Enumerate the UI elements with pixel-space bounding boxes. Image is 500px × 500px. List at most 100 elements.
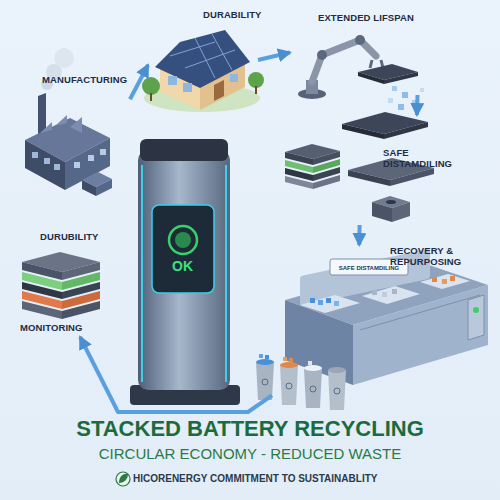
stage-group: EXTENDED LIFSPAN [290, 10, 440, 95]
flow-arrow [258, 53, 290, 61]
recycling-bins-illustration-part [310, 386, 316, 392]
leaf-icon [116, 472, 130, 486]
robot-arm-illustration-part [402, 92, 408, 98]
recovery-machine-illustration-part [468, 295, 484, 340]
leaf-icon-part [116, 472, 130, 486]
diagram-title: STACKED BATTERY RECYCLING [0, 416, 500, 442]
stage-label: EXTENDED LIFSPAN [318, 12, 428, 23]
robot-arm-illustration-part [317, 50, 327, 60]
stage-label: SAFE DISTAMDILING [383, 147, 465, 169]
factory-illustration-part [70, 117, 82, 133]
recovery-machine-illustration [285, 249, 488, 385]
recycling-bins-illustration-part [289, 358, 293, 362]
recovery-machine-illustration-part [392, 289, 397, 294]
house-illustration-part [150, 93, 152, 101]
battery-pillar-illustration-part [138, 150, 230, 390]
house-illustration-part [248, 72, 264, 88]
recycling-bins-illustration-part [262, 379, 268, 385]
recovery-machine-illustration-part [326, 298, 331, 303]
recovery-machine-illustration-part [372, 290, 377, 295]
recycling-bins-illustration-part [265, 355, 269, 359]
battery-pillar-illustration-part [175, 232, 191, 248]
recovery-machine-illustration-part [450, 276, 455, 281]
factory-illustration-part [100, 149, 106, 155]
battery-pillar-illustration-part [169, 226, 197, 254]
factory-illustration [25, 48, 112, 196]
robot-arm-illustration-part [392, 86, 397, 91]
robot-arm-illustration-part [388, 98, 393, 103]
flow-arrow [415, 95, 420, 115]
recovery-machine-illustration-part [318, 300, 323, 305]
recycling-bins-illustration-part [308, 361, 312, 365]
diagram-caption: CIRCULAR ECONOMY - REDUCED WASTE [0, 445, 500, 462]
footer-note: HICORENERGY COMMITMENT TO SUSTAINABLITY [133, 473, 423, 485]
stage-group: SAFE DISTAMDILING [280, 115, 465, 225]
recycling-bins-illustration-part [280, 365, 298, 405]
module-stack-illustration-part [372, 202, 392, 222]
recycling-bins-illustration-part [280, 362, 298, 368]
battery-pillar-illustration-part [141, 165, 143, 382]
stage-group: MONITORING [15, 252, 120, 337]
recycling-bins-illustration-part [334, 388, 340, 394]
stage-label: DURUBILITY [40, 231, 115, 242]
module-stack-illustration-part [386, 200, 396, 204]
battery-pillar-illustration-part [225, 165, 227, 382]
factory-illustration-part [40, 122, 52, 133]
battery-pillar: OK [128, 138, 240, 408]
stage-label: MANUFACTURING [42, 74, 130, 85]
house-illustration-part [255, 86, 257, 94]
factory-illustration-part [74, 162, 80, 168]
stage-label: MONITORING [20, 322, 115, 333]
house-illustration-part [142, 77, 160, 95]
recovery-machine-illustration-part [310, 298, 315, 303]
recycling-bins-illustration-part [283, 357, 287, 361]
module-stack-illustration-part [342, 124, 384, 139]
flow-arrow [357, 225, 361, 245]
robot-arm-illustration-part [370, 60, 372, 68]
module-stack-illustration-part [390, 168, 434, 186]
left-battery-stack-illustration-part [22, 301, 62, 319]
house-illustration-part [155, 30, 250, 88]
machine-sign-text: SAFE DISTAMDILING [331, 264, 407, 272]
recycling-bins-illustration-part [304, 365, 322, 371]
stage-label-box: DURUBILITY [15, 228, 115, 246]
recycling-bins-illustration-part [256, 359, 274, 365]
recycling-bins-illustration-part [328, 370, 346, 410]
recovery-machine-illustration-part [382, 292, 387, 297]
recycling-bins-illustration-part [256, 362, 274, 400]
factory-illustration-part [25, 140, 65, 190]
house-illustration-part [183, 83, 192, 92]
status-text: OK [172, 258, 202, 274]
battery-pillar-illustration [130, 139, 240, 405]
recovery-machine-illustration-part [420, 274, 470, 289]
house-illustration-part [185, 50, 235, 68]
flow-arrow [80, 337, 272, 412]
stage-label: RECOVERY & REPURPOSING [390, 245, 475, 267]
stage-group: MANUFACTURING [15, 68, 130, 193]
stage-group: DURABILITY [148, 5, 258, 105]
robot-arm-illustration-part [420, 88, 424, 92]
battery-pillar-illustration-part [140, 139, 228, 161]
factory-illustration-part [82, 180, 96, 196]
house-illustration-part [168, 76, 177, 85]
recovery-machine-illustration-part [353, 285, 488, 385]
robot-arm-illustration-part [384, 72, 418, 84]
factory-illustration-part [55, 115, 67, 126]
factory-illustration-part [54, 48, 74, 68]
robot-arm-illustration-part [412, 100, 417, 105]
module-stack-illustration-part [313, 175, 340, 189]
recovery-machine-illustration-part [362, 286, 420, 304]
module-stack-illustration-part [348, 170, 390, 186]
factory-illustration-part [96, 179, 112, 196]
recovery-machine-illustration-part [300, 295, 360, 313]
recovery-machine-illustration-part [432, 277, 437, 282]
recycling-bins-illustration-part [328, 367, 346, 373]
robot-arm-illustration-part [355, 35, 365, 45]
leaf-icon-part [119, 474, 128, 483]
battery-pillar-illustration-part [152, 205, 214, 293]
left-battery-stack-illustration [22, 252, 100, 319]
recycling-bins-illustration [256, 354, 346, 410]
house-illustration-part [212, 34, 232, 70]
house-illustration-part [195, 38, 215, 78]
